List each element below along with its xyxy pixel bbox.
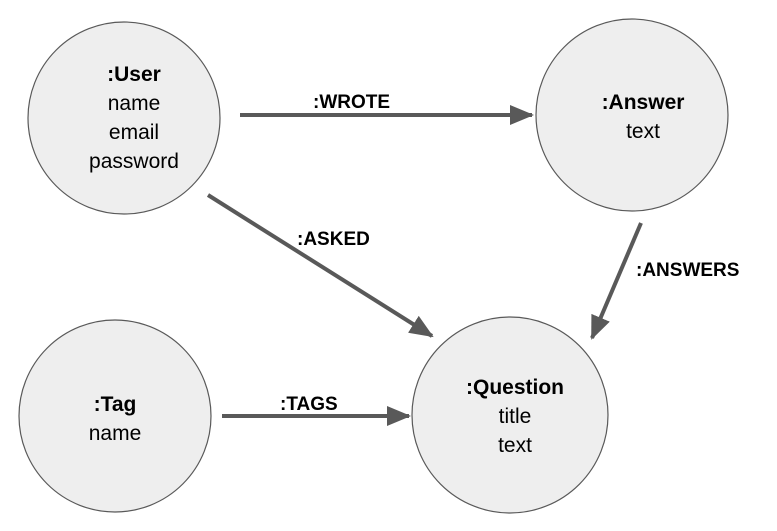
node-user-prop-name: name bbox=[108, 92, 161, 115]
node-tag-prop-name: name bbox=[89, 422, 142, 445]
node-question: :Question title text bbox=[411, 316, 609, 514]
edge-answers-label: :ANSWERS bbox=[636, 260, 739, 281]
edge-answers-line bbox=[590, 222, 643, 340]
node-answer-circle bbox=[535, 18, 729, 212]
edge-wrote-label: :WROTE bbox=[313, 92, 390, 113]
node-question-title: :Question bbox=[466, 376, 564, 399]
edge-tags-label: :TAGS bbox=[280, 394, 338, 415]
edge-wrote: :WROTE bbox=[240, 92, 534, 125]
node-question-prop-title: title bbox=[499, 405, 532, 428]
node-answer: :Answer text bbox=[535, 18, 729, 212]
node-user: :User name email password bbox=[27, 21, 221, 215]
edge-tags: :TAGS bbox=[222, 394, 411, 426]
node-user-prop-password: password bbox=[89, 150, 179, 173]
node-answer-prop-text: text bbox=[626, 120, 660, 143]
edge-asked-label: :ASKED bbox=[297, 229, 370, 250]
node-tag-circle bbox=[18, 319, 212, 513]
edge-answers: :ANSWERS bbox=[590, 222, 739, 340]
node-user-circle bbox=[27, 21, 221, 215]
node-question-circle bbox=[411, 316, 609, 514]
edge-asked-line bbox=[206, 193, 434, 338]
node-user-prop-email: email bbox=[109, 121, 159, 144]
node-user-title: :User bbox=[107, 63, 161, 86]
node-answer-title: :Answer bbox=[602, 91, 685, 114]
node-tag: :Tag name bbox=[18, 319, 212, 513]
edge-asked: :ASKED bbox=[206, 193, 434, 338]
node-question-prop-text: text bbox=[498, 434, 532, 457]
node-tag-title: :Tag bbox=[94, 393, 137, 416]
